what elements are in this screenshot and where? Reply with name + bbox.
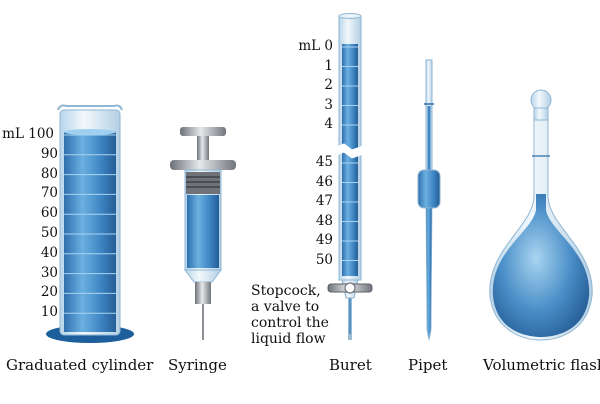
flask-liquid [492, 194, 590, 337]
plunger-cap [180, 127, 226, 136]
stopcock-note: Stopcock, a valve to control the liquid … [251, 283, 329, 347]
buret-scale-label: 1 [324, 57, 333, 74]
buret-scale-label: 4 [324, 116, 333, 132]
cylinder-liquid [64, 132, 116, 332]
cylinder-scale-label: 50 [40, 225, 58, 241]
finger-flange [170, 160, 236, 170]
stopcock-note-line: control the [251, 315, 329, 331]
cylinder-scale-label: 70 [40, 185, 58, 202]
buret-liquid [342, 44, 358, 276]
caption-syringe: Syringe [168, 356, 227, 374]
buret-scale-label: 48 [315, 212, 333, 229]
stopcock-note-line: a valve to [251, 299, 320, 315]
cylinder-scale-label: 30 [40, 264, 58, 281]
syringe [170, 127, 236, 340]
cylinder-graduations [64, 134, 116, 314]
scale-break [333, 143, 367, 159]
pipet-bulb [417, 169, 441, 209]
buret-scale-label: mL 0 [298, 38, 333, 54]
graduated-cylinder [46, 104, 134, 343]
buret-graduations [342, 46, 358, 261]
buret-scale-label: 2 [324, 77, 333, 93]
buret-scale-label: 45 [315, 154, 333, 170]
buret-scale-label: 47 [315, 193, 333, 209]
cylinder-scale-label: 20 [40, 284, 58, 301]
volumetric-flask [489, 89, 593, 341]
stopcock-note-line: liquid flow [251, 331, 326, 347]
buret-scale-label: 50 [315, 251, 333, 268]
buret-scale-label: 46 [315, 173, 333, 190]
cylinder-scale-label: 40 [40, 244, 58, 261]
cylinder-scale-label: 80 [40, 165, 58, 182]
pipet [417, 59, 441, 341]
caption-pipet: Pipet [408, 356, 448, 374]
caption-buret: Buret [329, 356, 372, 374]
plunger-ribs [186, 176, 220, 188]
needle-hub [195, 282, 211, 304]
buret-scale-label: 49 [315, 232, 333, 248]
flask-stopper [530, 89, 552, 111]
cylinder-scale-label: 10 [40, 304, 58, 321]
caption-graduated-cylinder: Graduated cylinder [6, 356, 154, 374]
plunger-rod [197, 136, 209, 162]
stopcock-note-line: Stopcock, [251, 283, 321, 299]
plunger-seal [186, 172, 220, 194]
syringe-liquid [187, 195, 219, 268]
buret [327, 13, 373, 340]
cylinder-spout [57, 104, 123, 111]
cylinder-scale-label: 90 [40, 145, 58, 162]
buret-scale-label: 3 [324, 96, 333, 113]
caption-volumetric-flask: Volumetric flask [483, 356, 600, 374]
cylinder-scale-label: 60 [40, 205, 58, 222]
cylinder-scale-label: mL 100 [2, 126, 54, 142]
